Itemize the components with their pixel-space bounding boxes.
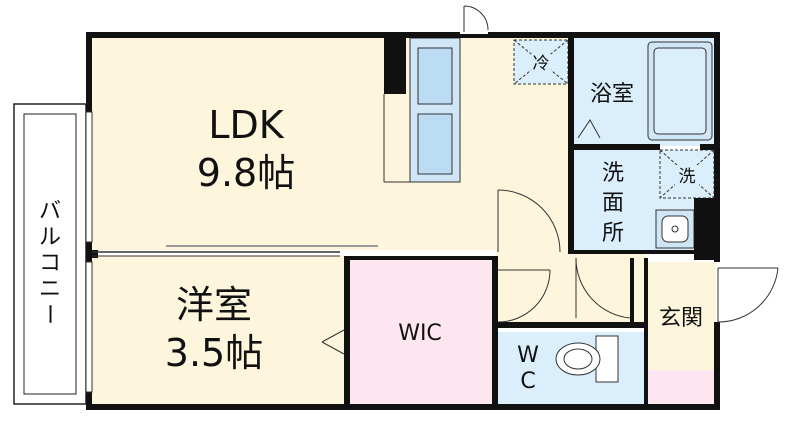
- entrance-floor: [648, 262, 716, 370]
- entrance-label: 玄関: [659, 306, 703, 331]
- kitchen-wall-block: [384, 38, 406, 94]
- shoe-box: [648, 370, 716, 404]
- toilet-label-2: C: [520, 369, 535, 394]
- ldk-label: LDK: [208, 103, 284, 147]
- balcony-char-3: コ: [39, 251, 61, 276]
- balcony-windows: [85, 111, 93, 393]
- bath-label: 浴室: [590, 82, 634, 107]
- fridge-label: 冷: [533, 54, 550, 74]
- washroom-label-2: 面: [602, 191, 624, 216]
- washroom-label-3: 所: [602, 221, 624, 246]
- western-room-size: 3.5帖: [165, 331, 263, 375]
- hall-door: [575, 257, 631, 319]
- toilet-label-1: W: [517, 343, 539, 368]
- wic-label: WIC: [398, 321, 442, 346]
- ldk-size: 9.8帖: [197, 151, 295, 195]
- washroom-door: [497, 189, 561, 253]
- bath-door-arrow: [577, 119, 601, 139]
- balcony-char-4: ニ: [39, 277, 61, 302]
- entrance-door: [716, 264, 782, 323]
- toilet-door: [497, 269, 551, 323]
- toilet-fixture: [555, 335, 619, 383]
- balcony-char-2: ル: [39, 225, 61, 250]
- balcony-char-5: ー: [36, 303, 61, 325]
- ldk-floor: [92, 38, 572, 250]
- bathtub: [647, 41, 713, 141]
- washer-label: 洗: [679, 167, 696, 187]
- kitchen-counter: [409, 37, 461, 183]
- western-room-label: 洋室: [176, 283, 252, 327]
- western-room-floor: [92, 256, 344, 404]
- washer-space: 洗: [659, 149, 715, 199]
- ldk-lower-floor: [496, 250, 646, 322]
- balcony-char-1: バ: [39, 199, 61, 224]
- balcony: [13, 103, 87, 405]
- wic-floor: [350, 258, 494, 404]
- wash-basin: [655, 209, 695, 249]
- balcony-label: バ ル コ ニ ー: [36, 199, 61, 325]
- fridge-space: 冷: [513, 39, 569, 85]
- washroom-label-1: 洗: [602, 161, 624, 186]
- western-door-arrow: [321, 329, 345, 355]
- top-door: [460, 4, 489, 34]
